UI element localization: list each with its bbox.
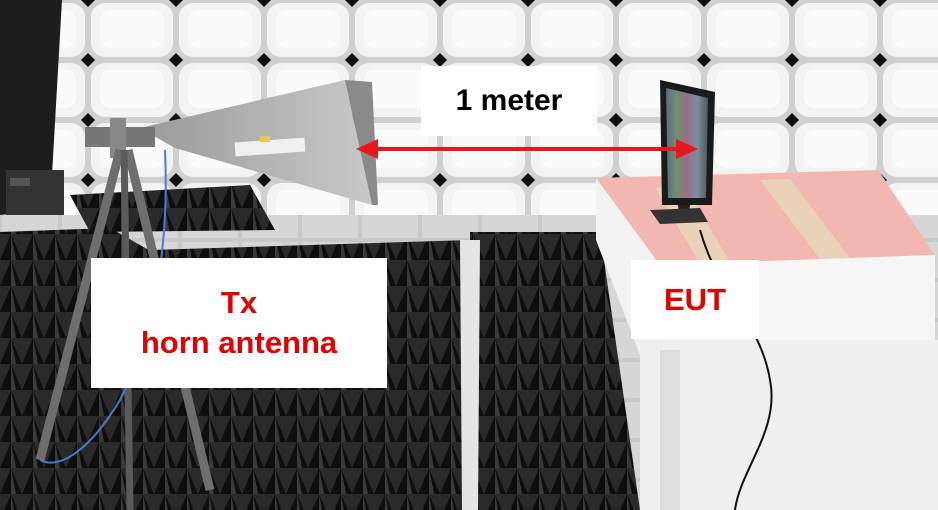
tx-antenna-label: Tx horn antenna: [91, 258, 387, 388]
eut-label: EUT: [631, 260, 759, 339]
tx-label-line2: horn antenna: [140, 325, 338, 360]
distance-text: 1 meter: [455, 84, 563, 117]
eut-text: EUT: [664, 281, 726, 317]
tx-label-line1: Tx: [220, 285, 258, 320]
distance-label: 1 meter: [421, 66, 597, 136]
